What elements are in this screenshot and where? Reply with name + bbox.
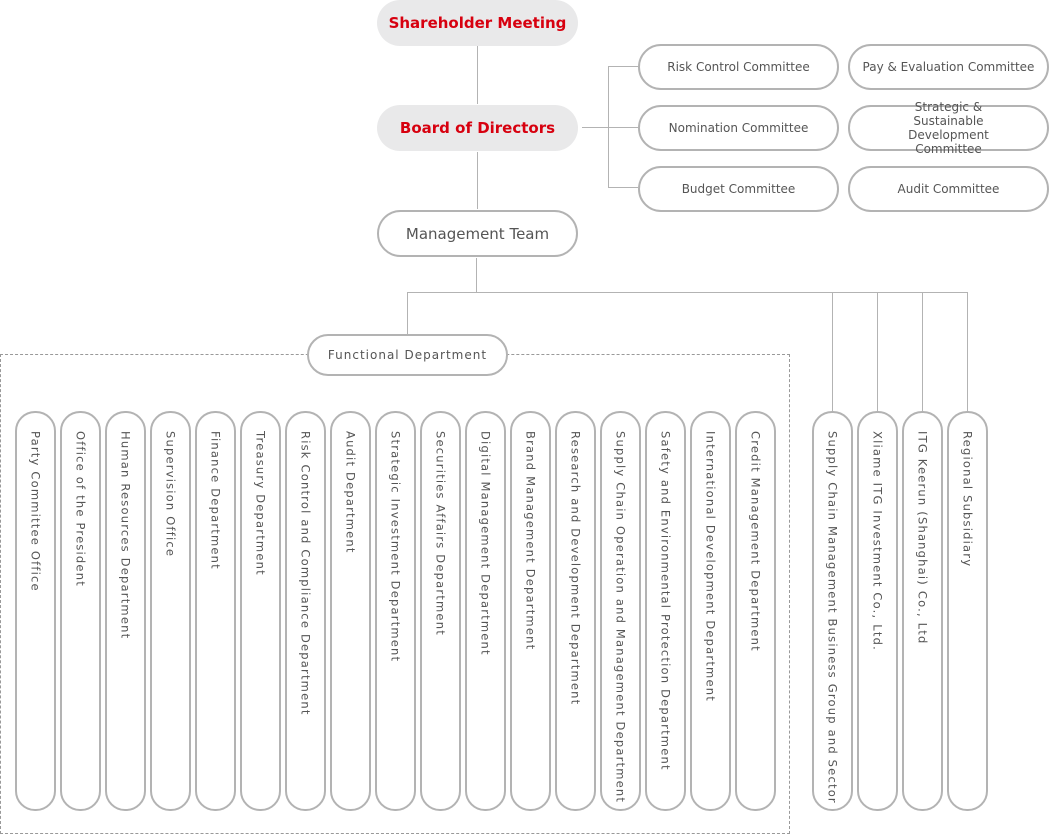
- committee-label: Risk Control Committee: [667, 60, 810, 74]
- connector-line: [608, 66, 638, 67]
- board-of-directors-node[interactable]: Board of Directors: [377, 105, 578, 151]
- subsidiary-item[interactable]: Xliame ITG Investment Co., Ltd.: [857, 411, 898, 811]
- committee-label: Strategic & Sustainable Development Comm…: [908, 100, 989, 156]
- department-item[interactable]: International Development Department: [690, 411, 731, 811]
- connector-line: [407, 292, 968, 293]
- subsidiary-label: ITG Keerun (Shanghai) Co., Ltd: [915, 431, 930, 645]
- subsidiary-label: Xliame ITG Investment Co., Ltd.: [870, 431, 885, 651]
- connector-line: [967, 292, 968, 412]
- committee-pay-evaluation[interactable]: Pay & Evaluation Committee: [848, 44, 1049, 90]
- department-item[interactable]: Brand Management Department: [510, 411, 551, 811]
- department-label: Research and Development Department: [568, 431, 583, 706]
- connector-line: [922, 292, 923, 412]
- committee-label: Audit Committee: [897, 182, 1000, 196]
- department-item[interactable]: Treasury Department: [240, 411, 281, 811]
- connector-line: [477, 152, 478, 209]
- department-label: Risk Control and Compliance Department: [298, 431, 313, 716]
- subsidiary-item[interactable]: Supply Chain Management Business Group a…: [812, 411, 853, 811]
- department-label: Finance Department: [208, 431, 223, 570]
- department-item[interactable]: Research and Development Department: [555, 411, 596, 811]
- shareholder-meeting-label: Shareholder Meeting: [388, 14, 567, 32]
- connector-line: [877, 292, 878, 412]
- subsidiary-label: Regional Subsidiary: [960, 431, 975, 568]
- functional-department-node[interactable]: Functional Department: [307, 334, 508, 376]
- department-item[interactable]: Office of the President: [60, 411, 101, 811]
- management-team-node[interactable]: Management Team: [377, 210, 578, 257]
- connector-line: [608, 187, 638, 188]
- department-label: Safety and Environmental Protection Depa…: [658, 431, 673, 771]
- department-label: Credit Management Department: [748, 431, 763, 652]
- connector-line: [477, 46, 478, 104]
- department-item[interactable]: Supervision Office: [150, 411, 191, 811]
- management-team-label: Management Team: [405, 224, 550, 243]
- committee-budget[interactable]: Budget Committee: [638, 166, 839, 212]
- department-label: Audit Department: [343, 431, 358, 554]
- subsidiary-label: Supply Chain Management Business Group a…: [825, 431, 840, 804]
- department-item[interactable]: Digital Management Department: [465, 411, 506, 811]
- committee-label: Budget Committee: [681, 182, 796, 196]
- committee-audit[interactable]: Audit Committee: [848, 166, 1049, 212]
- committee-strategic-sustainable[interactable]: Strategic & Sustainable Development Comm…: [848, 100, 1049, 156]
- department-item[interactable]: Strategic Investment Department: [375, 411, 416, 811]
- department-label: Treasury Department: [253, 431, 268, 576]
- connector-line: [608, 127, 638, 128]
- department-item[interactable]: Human Resources Department: [105, 411, 146, 811]
- department-item[interactable]: Supply Chain Operation and Management De…: [600, 411, 641, 811]
- department-label: Strategic Investment Department: [388, 431, 403, 663]
- department-item[interactable]: Risk Control and Compliance Department: [285, 411, 326, 811]
- department-label: Digital Management Department: [478, 431, 493, 656]
- connector-line: [476, 258, 477, 292]
- committee-nomination[interactable]: Nomination Committee: [638, 105, 839, 151]
- department-label: Supply Chain Operation and Management De…: [613, 431, 628, 804]
- shareholder-meeting-node[interactable]: Shareholder Meeting: [377, 0, 578, 46]
- functional-department-label: Functional Department: [327, 348, 488, 362]
- committee-label: Pay & Evaluation Committee: [862, 60, 1035, 74]
- department-item[interactable]: Credit Management Department: [735, 411, 776, 811]
- department-label: Securities Affairs Department: [433, 431, 448, 636]
- department-item[interactable]: Party Committee Office: [15, 411, 56, 811]
- department-label: Supervision Office: [163, 431, 178, 558]
- department-label: Party Committee Office: [28, 431, 43, 592]
- subsidiary-item[interactable]: ITG Keerun (Shanghai) Co., Ltd: [902, 411, 943, 811]
- subsidiary-item[interactable]: Regional Subsidiary: [947, 411, 988, 811]
- connector-line: [407, 292, 408, 335]
- committee-label: Nomination Committee: [668, 121, 809, 135]
- board-of-directors-label: Board of Directors: [399, 119, 556, 137]
- department-item[interactable]: Securities Affairs Department: [420, 411, 461, 811]
- committee-risk-control[interactable]: Risk Control Committee: [638, 44, 839, 90]
- department-item[interactable]: Audit Department: [330, 411, 371, 811]
- department-item[interactable]: Safety and Environmental Protection Depa…: [645, 411, 686, 811]
- department-label: Human Resources Department: [118, 431, 133, 640]
- connector-line: [582, 127, 609, 128]
- department-label: Office of the President: [73, 431, 88, 587]
- department-label: International Development Department: [703, 431, 718, 702]
- connector-line: [832, 292, 833, 412]
- department-label: Brand Management Department: [523, 431, 538, 651]
- department-item[interactable]: Finance Department: [195, 411, 236, 811]
